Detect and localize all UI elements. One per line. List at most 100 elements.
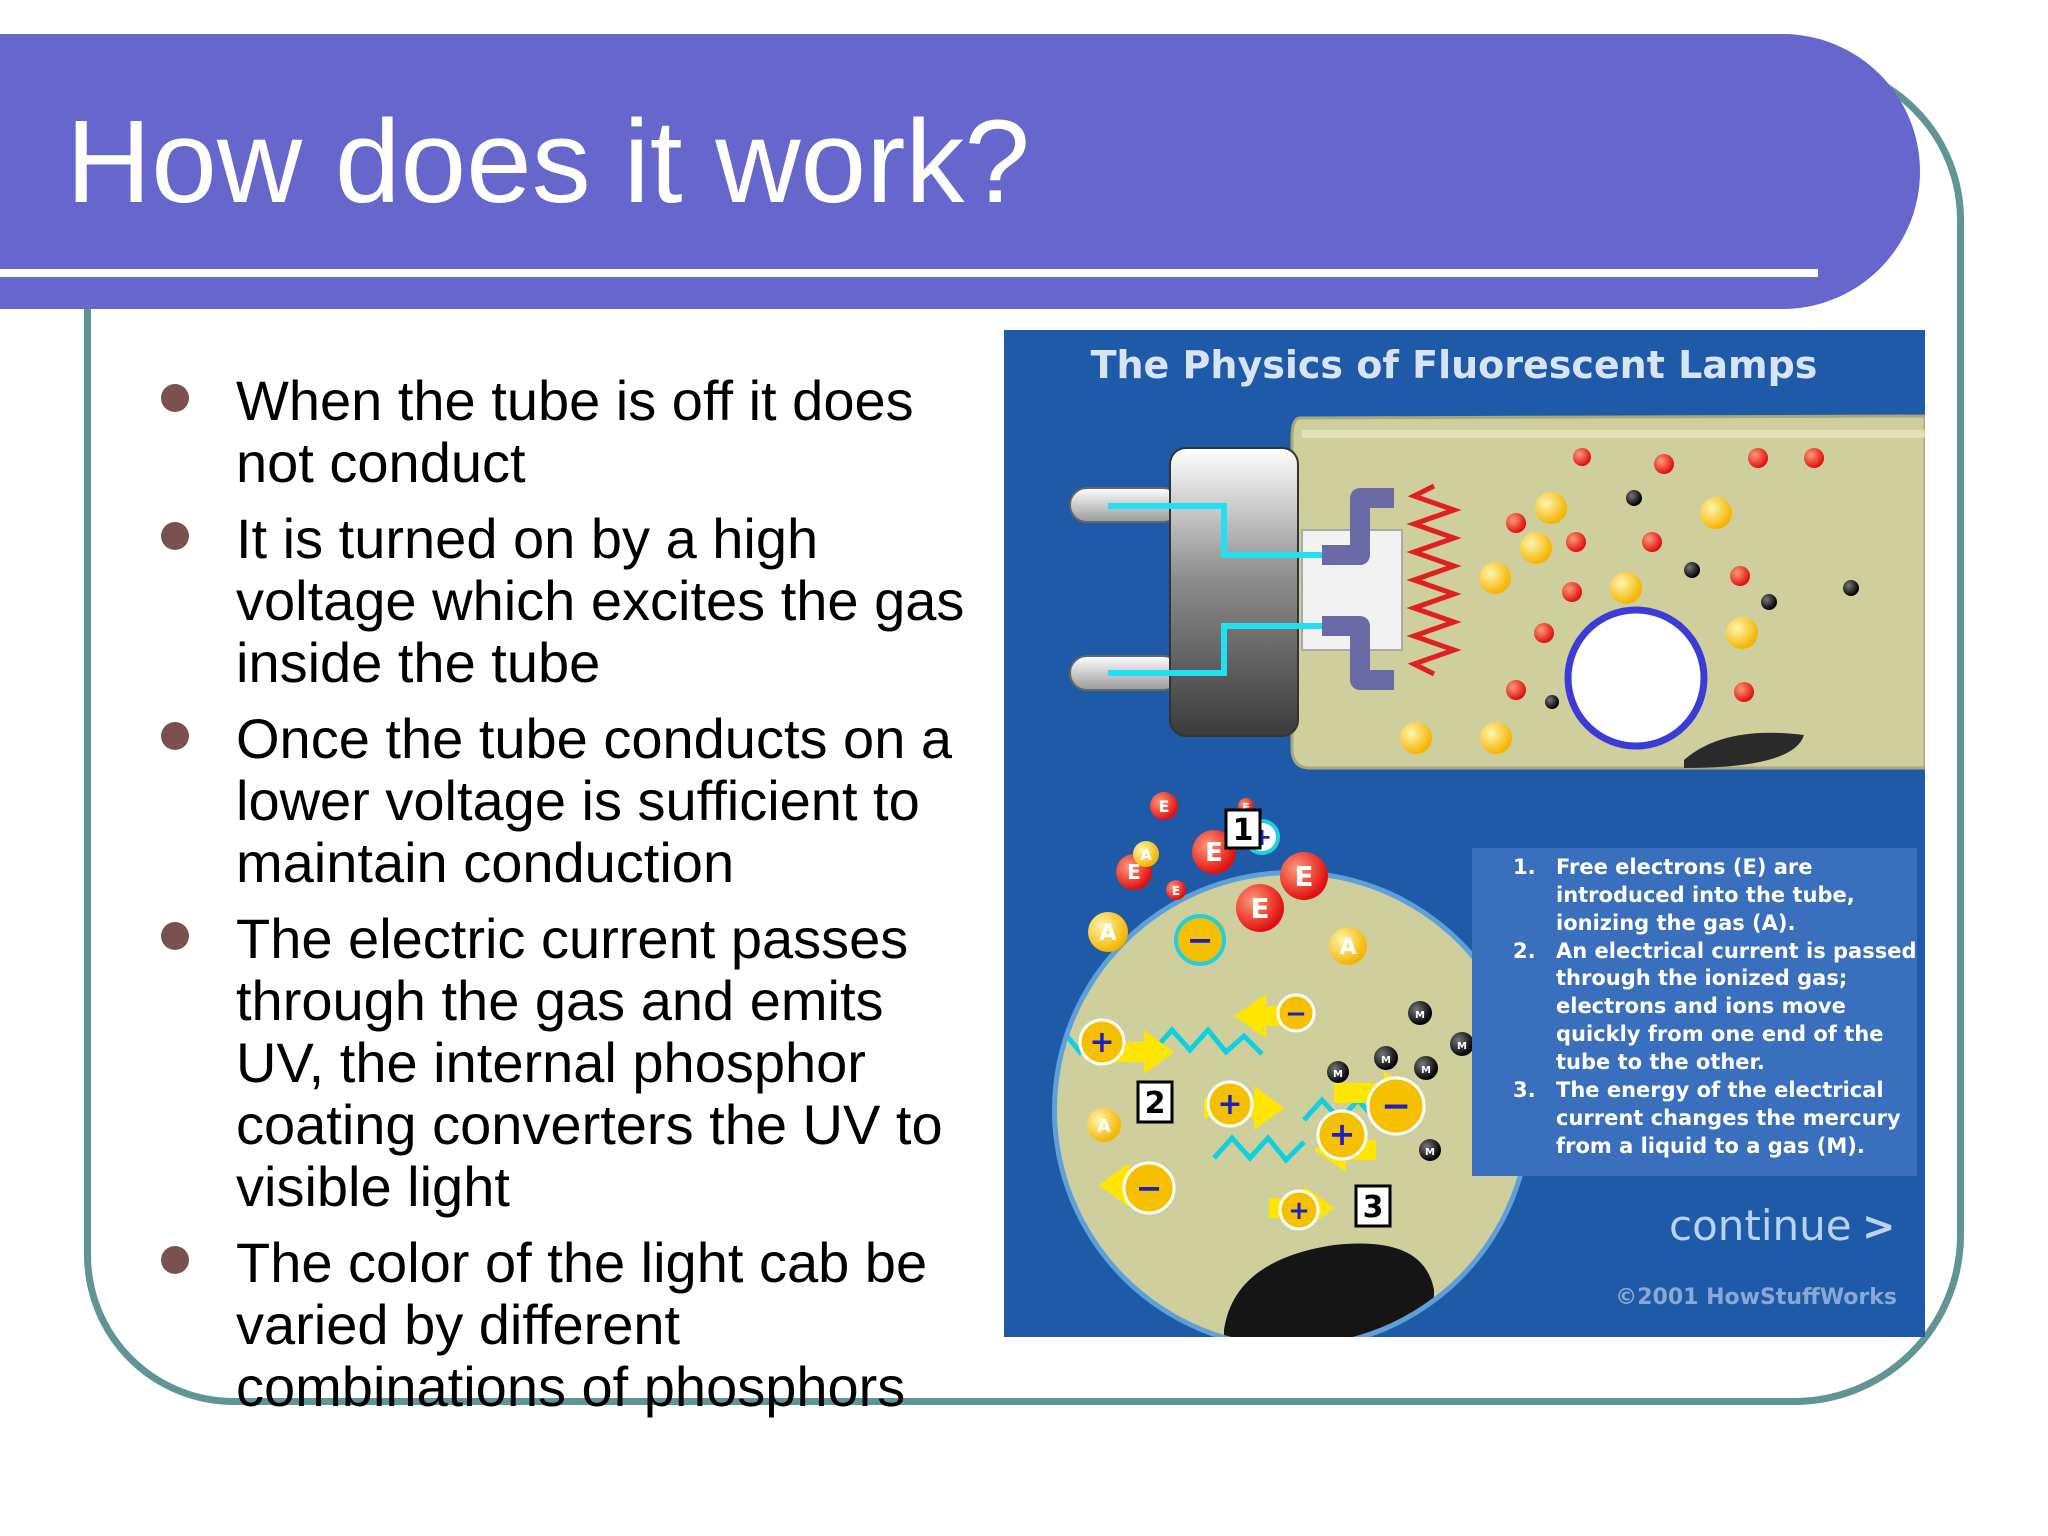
svg-text:E: E [1159,797,1170,816]
step-line: ionizing the gas (A). [1556,911,1795,935]
minus-ion: − [1174,914,1226,966]
svg-text:E: E [1127,860,1141,884]
steps-list: 1. Free electrons (E) are introduced int… [1513,855,1917,1158]
step-line: introduced into the tube, [1556,883,1855,907]
bullet-line: through the gas and emits [236,969,884,1032]
title-band [0,34,1920,309]
svg-text:1: 1 [1233,813,1254,848]
svg-text:−: − [1381,1086,1411,1127]
step-number: 3. [1513,1078,1536,1102]
fluorescent-lamp-diagram: The Physics of Fluorescent Lamps [1004,330,1925,1337]
svg-text:3: 3 [1363,1190,1384,1225]
bullet-line: combinations of phosphors [236,1355,906,1418]
svg-text:E: E [1242,801,1250,814]
svg-text:continue[interactable]: continue [1669,1201,1852,1250]
svg-text:+: + [1329,1115,1356,1153]
svg-text:+: + [1217,1087,1242,1122]
bullet-line: inside the tube [236,631,601,694]
step-line: tube to the other. [1556,1050,1765,1074]
svg-text:2: 2 [1145,1086,1166,1121]
step-line: electrons and ions move [1556,994,1846,1018]
chevron-right-icon[interactable]: > [1862,1204,1896,1250]
step-line: from a liquid to a gas (M). [1556,1134,1865,1158]
plus-ion: + [1206,1080,1254,1128]
uv-wave [1212,1134,1306,1164]
svg-text:−: − [1136,1169,1163,1207]
atom-particle: A [1088,912,1128,952]
svg-text:M: M [1425,1147,1435,1158]
arrow-right [1094,1030,1174,1074]
svg-text:E: E [1294,860,1313,893]
svg-text:A: A [1099,921,1116,946]
mercury-particle: M [1414,1056,1438,1080]
wire-top [1108,503,1328,558]
wire-bottom [1108,623,1328,676]
svg-text:A: A [1339,935,1356,960]
magnifier-content [1057,994,1434,1337]
step-line: quickly from one end of the [1556,1022,1883,1046]
step-line: The energy of the electrical [1556,1078,1884,1102]
bullet-line: coating converters the UV to [236,1093,943,1156]
plus-ion: + [1316,1109,1368,1161]
bullet-line: Once the tube conducts on a [236,707,953,770]
tube-particles [1400,448,1859,754]
steps-panel [1472,848,1917,1176]
bullet-dot-icon [161,1246,189,1274]
filament-coil [1406,483,1462,677]
callout-3: 3 [1354,1184,1392,1228]
minus-ion: − [1122,1161,1176,1215]
minus-ion: − [1276,993,1316,1033]
plus-ion: + [1078,1018,1126,1066]
svg-text:E: E [1172,884,1180,898]
magnifier-circle [1057,875,1527,1337]
svg-text:E: E [1250,892,1269,925]
bullet-line: visible light [236,1155,510,1218]
slide-title: How does it work? [66,96,1031,228]
callout-1: 1 [1224,808,1262,850]
electron-particle: E [1166,880,1186,900]
copyright-text: ©2001 HowStuffWorks [1615,1285,1897,1310]
bullet-dot-icon [161,922,189,950]
end-cap [1169,447,1299,737]
bullet-line: When the tube is off it does [236,369,914,432]
svg-text:+: + [1089,1025,1114,1060]
electron-particle: E [1150,792,1178,820]
arrow-left [1234,994,1304,1038]
step-line: current changes the mercury [1556,1106,1901,1130]
minus-ion: − [1366,1076,1426,1136]
svg-text:A: A [1140,846,1152,864]
callouts: 1 2 3 [1136,808,1392,1228]
step-line: through the ionized gas; [1556,966,1847,990]
svg-text:E: E [1205,838,1223,868]
continue-button[interactable]: continue > [1669,1201,1896,1250]
mercury-particle: M [1327,1061,1349,1083]
bullet-dot-icon [161,384,189,412]
bullet-line: voltage which excites the gas [236,569,965,632]
electrode-support-top [1322,488,1394,565]
bullet-dot-icon [161,522,189,550]
atom-highlight-circle [1564,606,1708,750]
plus-ion: + [1278,1189,1320,1231]
bullet-line: UV, the internal phosphor [236,1031,866,1094]
step-number: 2. [1513,939,1536,963]
electron-particle: E [1280,852,1328,900]
mercury-particle: M [1408,1001,1432,1025]
callout-2: 2 [1136,1080,1174,1124]
svg-text:−: − [1187,921,1214,959]
svg-text:+: + [1288,1196,1310,1226]
svg-text:M: M [1457,1041,1467,1052]
atom-particle: A [1329,927,1367,965]
uv-wave [1152,1026,1264,1056]
mercury-liquid [1224,1243,1434,1337]
bullet-line: The electric current passes [236,907,909,970]
bullet-line: varied by different [236,1293,681,1356]
electrode-support-bottom [1322,616,1394,690]
bullet-dot-icon [161,722,189,750]
bullet-line: not conduct [236,431,526,494]
svg-text:−: − [1285,999,1307,1029]
